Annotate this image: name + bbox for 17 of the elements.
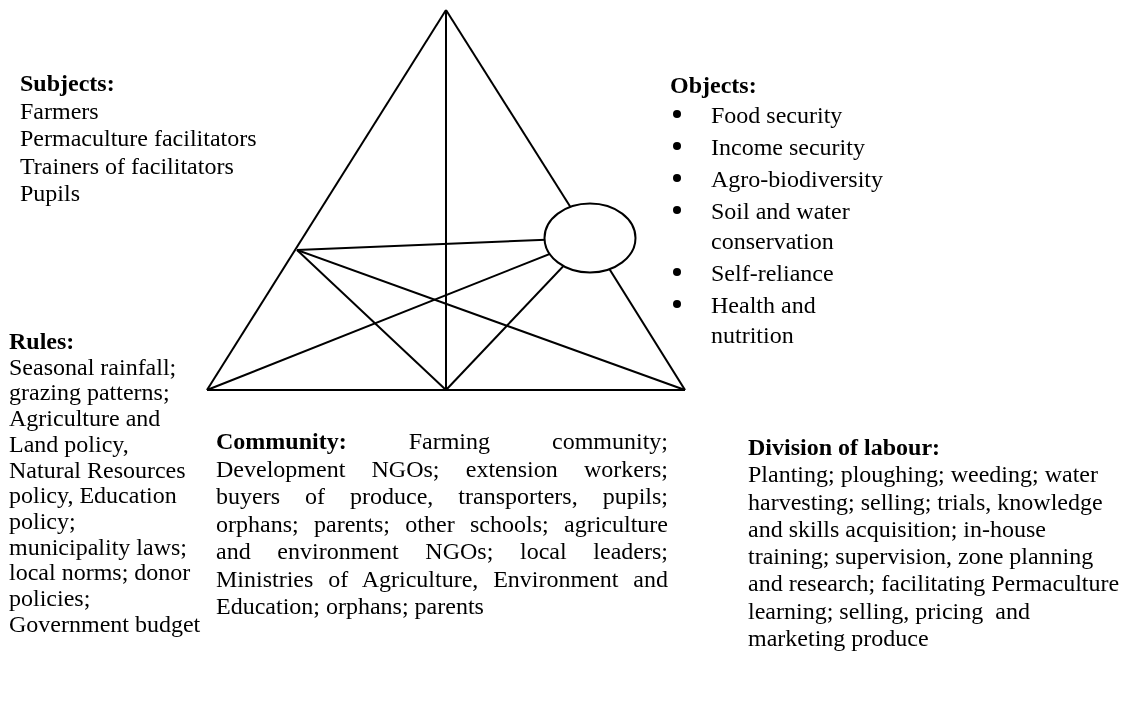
list-item: Income security <box>711 133 866 162</box>
body-text: Seasonal rainfall; grazing patterns; Agriculture and Land policy, Natural Resources policy, Education policy; municipality laws; local norms; donor policies; Government budget <box>9 354 201 638</box>
body-text: Farmers <box>20 97 100 125</box>
heading: Division of labour: <box>748 434 942 462</box>
list-item: Health and nutrition <box>711 291 817 350</box>
body-text: Pupils <box>20 180 82 208</box>
list-item: Agro-biodiversity <box>711 165 884 194</box>
list-item: Self-reliance <box>711 259 835 288</box>
body-text: Permaculture facilitators <box>20 125 258 153</box>
list-item: Food security <box>711 101 844 130</box>
body-text: Trainers of facilitators <box>20 152 235 180</box>
heading: Subjects: <box>20 70 116 98</box>
paragraph: Community: Farming community; Development NGOs; extension workers; buyers of produce, transporters, pupils; orphans; parents; other schools; agriculture and environment NGOs; local leaders; Ministries of Agriculture, Environment and Education; orphans; parents <box>216 428 668 621</box>
list-item: Soil and water conservation <box>711 197 851 256</box>
heading: Rules: <box>9 329 76 355</box>
body-text: Planting; ploughing; weeding; water harvesting; selling; trials, knowledge and skills acquisition; in-house training; supervision, zone planning and research; facilitating Permaculture learning; selling, pricing and marketing produce <box>748 461 1120 653</box>
heading: Objects: <box>670 71 758 100</box>
